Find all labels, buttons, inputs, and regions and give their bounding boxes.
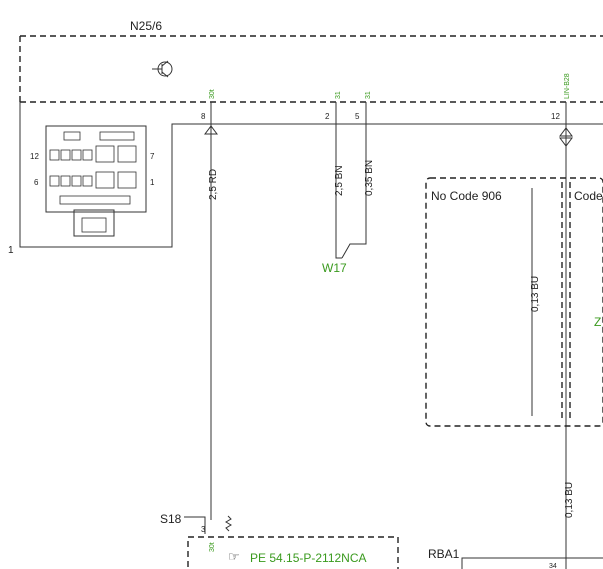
code-box-right-label: Code <box>574 189 603 203</box>
code-box-marker: Z <box>594 315 601 329</box>
pointing-hand-icon: ☞ <box>228 549 240 564</box>
wire-label: 0,13 BU <box>530 276 541 312</box>
pin-signal: LIN-B28 <box>564 73 571 99</box>
switch-bracket <box>184 516 206 534</box>
pin-number: 2 <box>325 112 330 121</box>
code-box-outline <box>425 177 603 427</box>
bracket-label: 1 <box>8 245 14 256</box>
wire-label: 2,5 RD <box>208 169 219 200</box>
transistor-icon <box>152 60 173 78</box>
connector-pin-left2: 6 <box>34 178 39 187</box>
pin-number: 5 <box>355 112 360 121</box>
resistor-icon <box>225 515 232 532</box>
connector-pin-right2: 1 <box>150 178 155 187</box>
switch-signal: 30t <box>209 542 216 552</box>
code-box-left-label: No Code 906 <box>431 189 502 203</box>
ground-point-label: W17 <box>322 261 347 275</box>
switch-box-outline <box>187 536 399 569</box>
pin-number: 8 <box>201 112 206 121</box>
bidirectional-arrow-icon <box>559 127 573 147</box>
rba-pin: 34 <box>549 563 557 569</box>
switch-label: S18 <box>160 512 182 526</box>
wire-label: 0,13 BU <box>564 482 575 518</box>
wire-label: 2,5 BN <box>334 165 345 196</box>
pin-signal: 31 <box>335 91 342 99</box>
pin-signal: 31 <box>365 91 372 99</box>
connector-bracket <box>19 102 211 248</box>
pin-number: 12 <box>551 112 560 121</box>
component-label: N25/6 <box>130 19 162 33</box>
reference-link[interactable]: PE 54.15-P-2112NCA <box>250 551 367 565</box>
rba-label: RBA1 <box>428 547 460 561</box>
rba-box-outline <box>461 557 603 569</box>
wire-gnd-1 <box>335 102 342 259</box>
pin-arrow-icon <box>204 125 218 135</box>
connector-pin-right: 7 <box>150 152 155 161</box>
switch-pin: 3 <box>201 525 206 534</box>
connector-face-icon <box>45 125 147 237</box>
connector-pin-left: 12 <box>30 152 39 161</box>
wire-gnd-2 <box>341 102 367 259</box>
pin-signal: 30t <box>209 89 216 99</box>
wire-label: 0,35 BN <box>364 160 375 196</box>
